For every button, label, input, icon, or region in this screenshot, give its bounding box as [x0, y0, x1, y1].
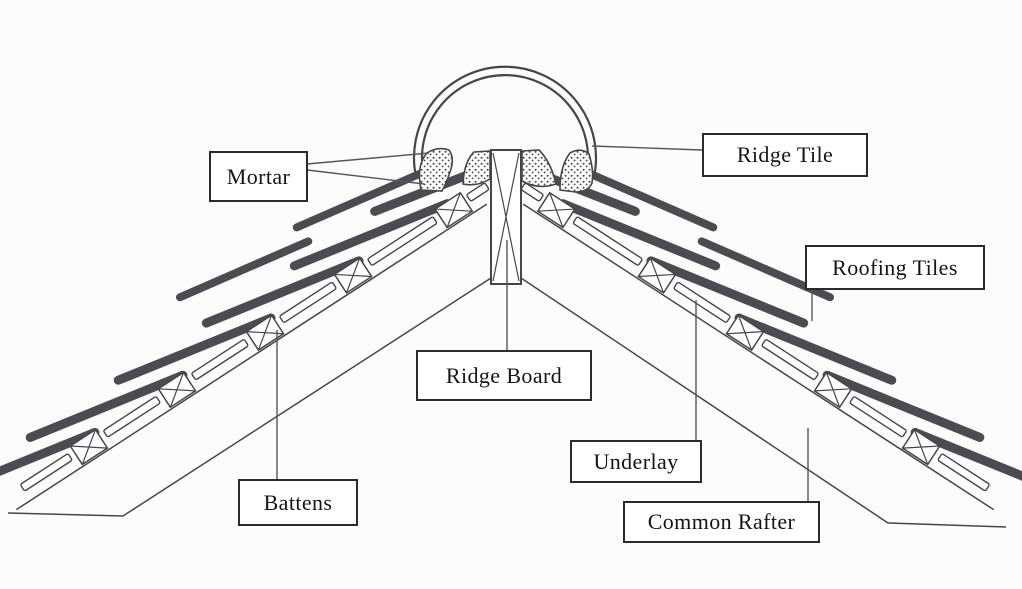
ridge-board-shape — [490, 149, 522, 285]
label-ridge-tile: Ridge Tile — [702, 133, 868, 177]
leader-lines — [276, 145, 813, 501]
rafter-underside-lines — [7, 277, 1007, 528]
label-mortar: Mortar — [209, 151, 308, 202]
label-ridge-board: Ridge Board — [416, 350, 592, 401]
mortar-leader-upper — [306, 152, 430, 165]
label-battens: Battens — [238, 479, 358, 526]
ridge-tile-leader — [591, 145, 703, 151]
label-roofing-tiles: Roofing Tiles — [805, 245, 985, 290]
label-common-rafter: Common Rafter — [623, 501, 820, 543]
label-underlay: Underlay — [570, 440, 702, 483]
mortar-beds — [418, 147, 594, 193]
ridge-tile-arc — [412, 65, 598, 179]
mortar-leader-lower — [306, 169, 425, 185]
